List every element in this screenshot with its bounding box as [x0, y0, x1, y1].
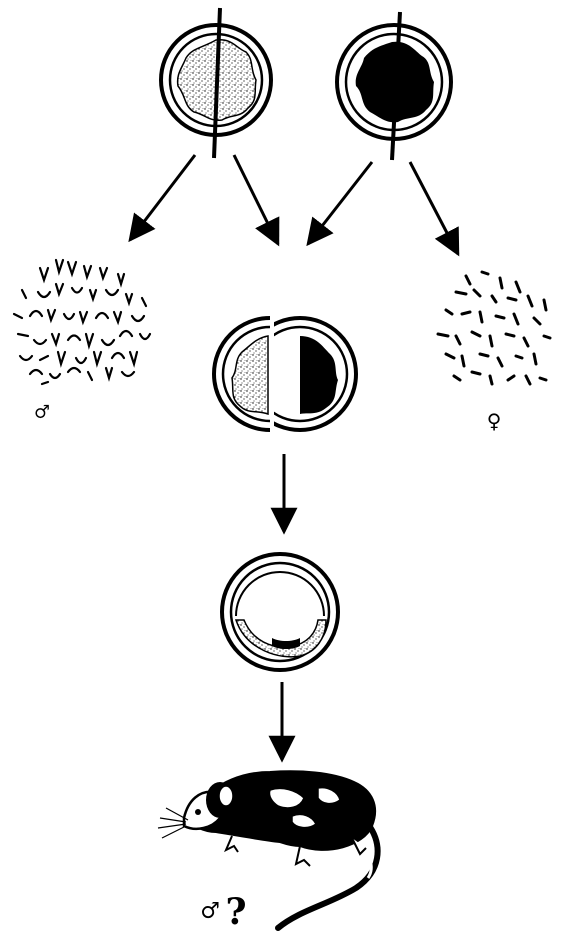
female-chromosome-spread: [438, 272, 550, 384]
male-chromosome-spread: [14, 260, 150, 384]
embryo-stippled-top-left: [161, 8, 271, 158]
blastocyst: [222, 554, 338, 670]
chimeric-mouse: [158, 771, 378, 928]
embryo-black-top-right: [337, 12, 451, 160]
mouse-question-mark: ?: [225, 891, 246, 932]
embryo-fused-middle: [214, 318, 356, 430]
male-symbol: ♂: [34, 402, 50, 423]
mouse-sex-symbol: ♂: [200, 898, 220, 924]
female-symbol: ♀: [487, 409, 502, 433]
arrows-top: [130, 155, 458, 254]
